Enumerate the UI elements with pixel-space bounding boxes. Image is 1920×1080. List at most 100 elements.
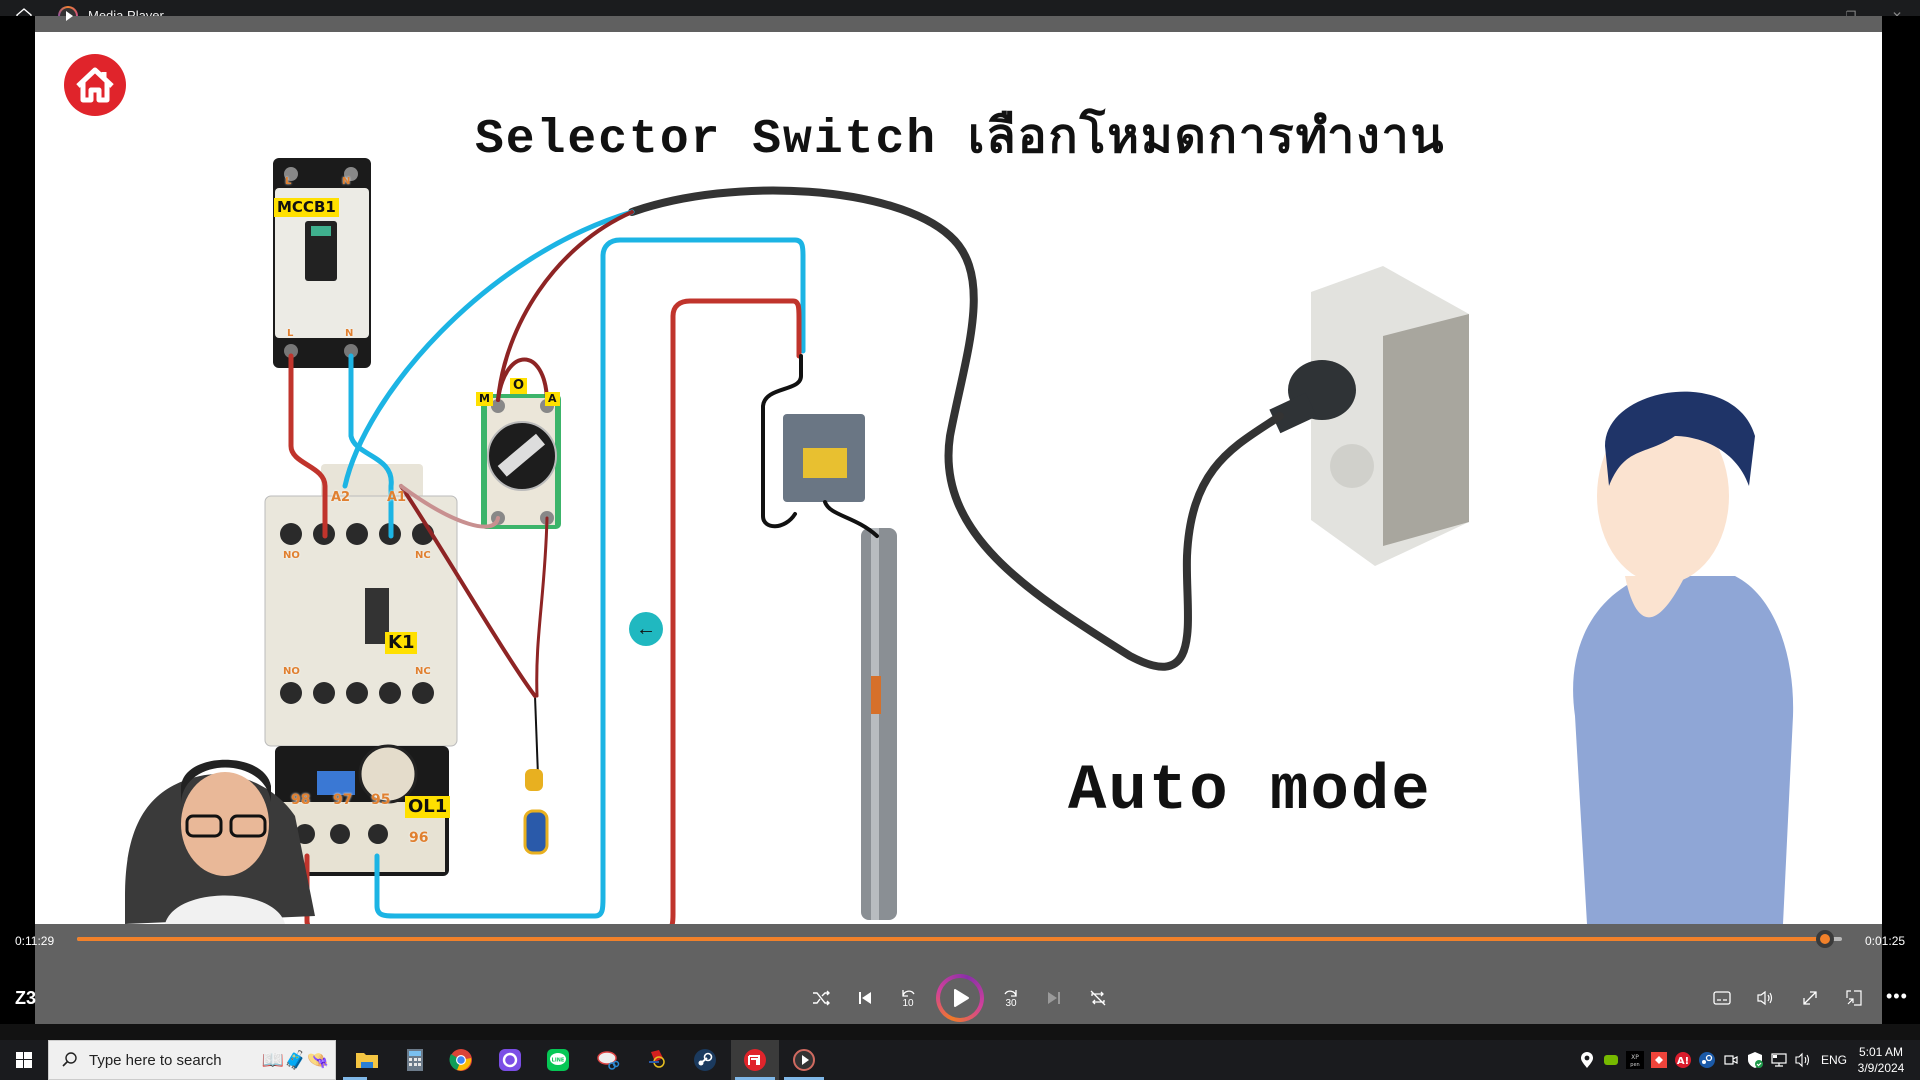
terminal-95: 95 [371,792,391,808]
forward-icon [1004,989,1017,997]
video-top-strip [35,16,1882,32]
tray-camera-icon[interactable] [1720,1040,1742,1080]
taskbar-app-messenger[interactable] [486,1040,534,1080]
red-app-icon [744,1049,766,1071]
terminal-a2: A2 [331,490,351,505]
remaining-time: 0:01:25 [1865,934,1906,948]
tray-nvidia-icon[interactable] [1600,1040,1622,1080]
selector-m-label: M [476,392,493,407]
svg-text:A!: A! [1677,1056,1689,1067]
forward-30-button[interactable]: 30 [993,980,1029,1016]
tray-app-a-icon[interactable]: A! [1672,1040,1694,1080]
taskbar-app-chrome[interactable] [437,1040,485,1080]
house-icon [76,67,114,103]
search-placeholder: Type here to search [89,1051,222,1069]
shuffle-icon [813,990,830,1006]
search-icon [62,1052,77,1067]
svg-text:LINE: LINE [552,1058,565,1064]
selector-switch [481,394,561,529]
taskbar-app-snipping-tool[interactable] [584,1040,632,1080]
terminal-96: 96 [409,830,429,846]
previous-icon [859,992,871,1004]
tray-security-icon[interactable] [1744,1040,1766,1080]
taskbar-search-input[interactable]: Type here to search 📖🧳👒 [48,1040,336,1080]
tray-language[interactable]: ENG [1820,1053,1847,1067]
video-frame[interactable]: Selector Switch เลือกโหมดการทำงาน Auto m… [35,16,1882,924]
more-options-button[interactable]: ••• [1886,986,1908,1006]
rewind-10-button[interactable]: 10 [890,980,926,1016]
miniplayer-button[interactable] [1836,980,1872,1016]
seek-thumb[interactable] [1816,930,1835,948]
search-highlights-icon: 📖🧳👒 [261,1049,329,1070]
windows-logo-icon [16,1052,32,1068]
circle-app-icon [499,1049,521,1071]
video-home-button[interactable] [64,54,126,116]
tray-network-icon[interactable] [1768,1040,1790,1080]
next-button[interactable] [1036,980,1072,1016]
overload-label: OL1 [405,796,451,818]
snipping-tool-icon [597,1051,620,1070]
presenter-avatar [125,759,315,924]
terminal-97: 97 [333,792,353,808]
play-icon [954,989,969,1007]
terminal-nc-bottom: NC [415,666,431,677]
selector-a-label: A [545,392,560,407]
selector-o-label: O [510,378,528,395]
calculator-icon [407,1049,423,1071]
seek-progress [77,937,1826,941]
repeat-button[interactable] [1080,980,1116,1016]
captions-button[interactable] [1704,980,1740,1016]
wall-outlet [1269,266,1469,566]
taskbar-app-file-explorer[interactable] [343,1040,391,1080]
forward-seconds: 30 [1005,997,1017,1009]
submersible-pump [861,528,897,920]
folder-icon [356,1053,378,1068]
cheat-engine-icon [649,1050,665,1068]
clock-time: 5:01 AM [1858,1045,1904,1059]
pump-control-box [783,414,865,502]
tray-location-icon[interactable] [1576,1040,1598,1080]
volume-button[interactable] [1748,980,1784,1016]
svg-text:XP: XP [1631,1054,1639,1061]
line-icon: LINE [547,1049,569,1071]
start-button[interactable] [0,1040,48,1080]
taskbar-app-red-app[interactable] [731,1040,779,1080]
terminal-nc-top: NC [415,550,431,561]
previous-button[interactable] [847,980,883,1016]
arrow-left-icon: ← [636,617,656,640]
volume-icon [1757,990,1773,1006]
mode-caption: Auto mode [1068,756,1432,828]
miniplayer-icon [1846,990,1862,1006]
taskbar-app-calculator[interactable] [391,1040,439,1080]
taskbar-app-steam[interactable] [681,1040,729,1080]
thinking-man-illustration [1573,391,1794,924]
shuffle-button[interactable] [803,980,839,1016]
seek-bar[interactable] [77,930,1842,948]
taskbar-clock[interactable]: 5:01 AM 3/9/2024 [1852,1044,1910,1076]
terminal-l-bottom: L [287,328,294,339]
rewind-icon [902,989,915,997]
svg-text:pen: pen [1630,1062,1639,1068]
slide-title: Selector Switch เลือกโหมดการทำงาน [475,113,1446,167]
tray-volume-icon[interactable] [1792,1040,1814,1080]
back-arrow-button[interactable]: ← [629,612,663,646]
rewind-seconds: 10 [902,997,914,1009]
play-button[interactable] [936,974,984,1022]
fullscreen-button[interactable] [1792,980,1828,1016]
taskbar-app-line[interactable]: LINE [534,1040,582,1080]
terminal-no-top: NO [283,550,300,561]
tray-anydesk-icon[interactable] [1648,1040,1670,1080]
chrome-icon [449,1049,472,1071]
taskbar-app-cheat-engine[interactable] [633,1040,681,1080]
tray-steam-icon[interactable] [1696,1040,1718,1080]
elapsed-time: 0:11:29 [15,934,55,948]
captions-icon [1713,991,1731,1005]
wires [288,186,1284,924]
clock-date: 3/9/2024 [1857,1061,1905,1075]
terminal-l-top: L [285,176,292,187]
taskbar-app-media-player[interactable] [780,1040,828,1080]
terminal-no-bottom: NO [283,666,300,677]
